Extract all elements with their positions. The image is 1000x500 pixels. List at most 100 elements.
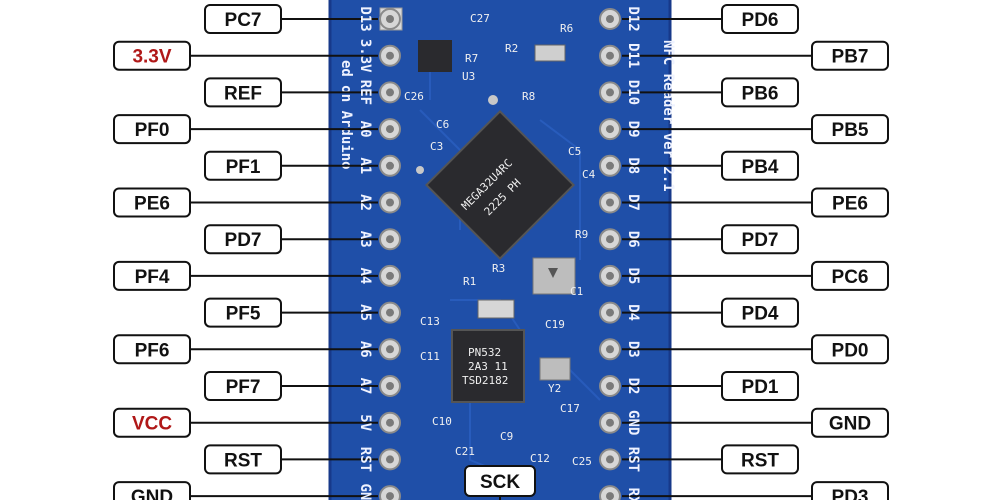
board-text-left: ed on Arduino [338, 60, 354, 170]
pin-label: PD6 [742, 10, 779, 31]
pin-label: REF [224, 83, 262, 104]
silk-pin-name: D10 [625, 80, 641, 105]
pin-hole-center [606, 492, 614, 500]
silk-pin-name: D7 [625, 194, 641, 211]
silk-pin-name: RST [625, 447, 641, 472]
chip-small-line3: TSD2182 [462, 374, 508, 387]
pin-label-box [721, 371, 799, 401]
silk-pin-name: A5 [357, 304, 373, 321]
silk-pin-name: RX [625, 488, 641, 500]
pin-label-box [721, 4, 799, 34]
component-designator: R6 [560, 22, 573, 35]
pin-label: PD7 [742, 230, 779, 251]
pin-label-box [204, 297, 282, 328]
led-mid [477, 299, 515, 319]
pin-label-box [204, 150, 282, 181]
pin-hole-center [386, 51, 394, 60]
pin-label: PF5 [226, 304, 261, 325]
pin-label-box [113, 260, 191, 291]
pin-hole-center [606, 125, 614, 134]
component-designator: Y2 [548, 382, 561, 395]
component-designator: R9 [575, 228, 588, 241]
pin-label-box [721, 444, 799, 475]
silk-pin-name: A2 [357, 194, 373, 211]
pin-hole-center [386, 382, 394, 390]
silk-pin-name: D5 [625, 267, 641, 284]
left-pin-row: REF REF [204, 77, 401, 108]
pin-hole-center [386, 235, 394, 244]
silk-pin-name: D4 [625, 304, 641, 321]
pin-label-box [204, 371, 282, 401]
pin-label-box [113, 481, 191, 500]
pin-label: PD1 [742, 377, 779, 398]
pin-label: RST [224, 450, 262, 471]
pin-hole-center [606, 455, 614, 464]
pin-hole-center [386, 492, 394, 500]
bottom-pin-label: SCK [464, 465, 536, 500]
pin-hole-center [386, 345, 394, 354]
pin-hole-center [606, 235, 614, 244]
pin-label: PF6 [135, 340, 170, 361]
pin-label-box [204, 4, 282, 34]
pin-label: PD7 [225, 230, 262, 251]
regulator [418, 40, 452, 72]
right-pin-row: PD1 D2 [599, 371, 799, 401]
silk-pin-name: A0 [357, 121, 373, 138]
silk-pin-name: D6 [625, 231, 641, 248]
pin-label: PB7 [832, 47, 869, 68]
right-pin-row: PD7 D6 [599, 224, 799, 255]
silk-pin-name: A1 [357, 157, 373, 174]
pin-label: PD3 [832, 487, 869, 500]
silk-pin-name: D13 [357, 6, 373, 31]
nfc-chip: PN532 2A3 11 TSD2182 [451, 329, 525, 403]
pin-hole-center [606, 418, 614, 427]
pin-label-box [204, 224, 282, 255]
pin-label-box [811, 40, 889, 71]
pin-label-box [204, 444, 282, 475]
pin-label: VCC [132, 414, 172, 435]
pin-hole-center [606, 161, 614, 170]
pin-hole-center [606, 51, 614, 60]
pin-label: GND [131, 487, 173, 500]
pin-label: PE6 [832, 194, 868, 215]
mid-components [477, 257, 576, 381]
chip-small-line1: PN532 [468, 346, 501, 359]
pin-label-box [204, 77, 282, 108]
silk-pin-name: GND [357, 483, 373, 500]
pin-label: PC6 [832, 267, 869, 288]
pin-label: PF7 [226, 377, 261, 398]
silk-pin-name: A6 [357, 341, 373, 358]
silk-pin-name: A7 [357, 378, 373, 395]
left-pin-row: GND GND [113, 481, 401, 500]
pin-hole-center [606, 88, 614, 97]
component-designator: R7 [465, 52, 478, 65]
component-designator: R1 [463, 275, 476, 288]
pin-label: PF4 [135, 267, 170, 288]
left-pin-row: PE6 A2 [113, 187, 401, 218]
crystal-2 [539, 357, 571, 381]
component-designator: R2 [505, 42, 518, 55]
pin-label: PD4 [742, 304, 779, 325]
pin-hole-center [606, 308, 614, 317]
component-designator: C11 [420, 350, 440, 363]
silk-pin-name: REF [357, 80, 373, 105]
pin-label-box [113, 407, 191, 438]
pin-label: PE6 [134, 194, 170, 215]
silk-pin-name: GND [625, 410, 641, 435]
silk-pin-name: D2 [625, 378, 641, 395]
left-pin-row: PF7 A7 [204, 371, 401, 401]
pin-label: GND [829, 414, 871, 435]
right-pin-column: PD6D12PB7D11PB6D10PB5D9PB4D8PE6D7PD7D6PC… [599, 4, 889, 500]
pin-label-box [721, 297, 799, 328]
silk-pin-name: 3.3V [357, 39, 373, 73]
component-designator: C10 [432, 415, 452, 428]
silk-pin-name: A4 [357, 267, 373, 284]
component-designator: R3 [492, 262, 505, 275]
